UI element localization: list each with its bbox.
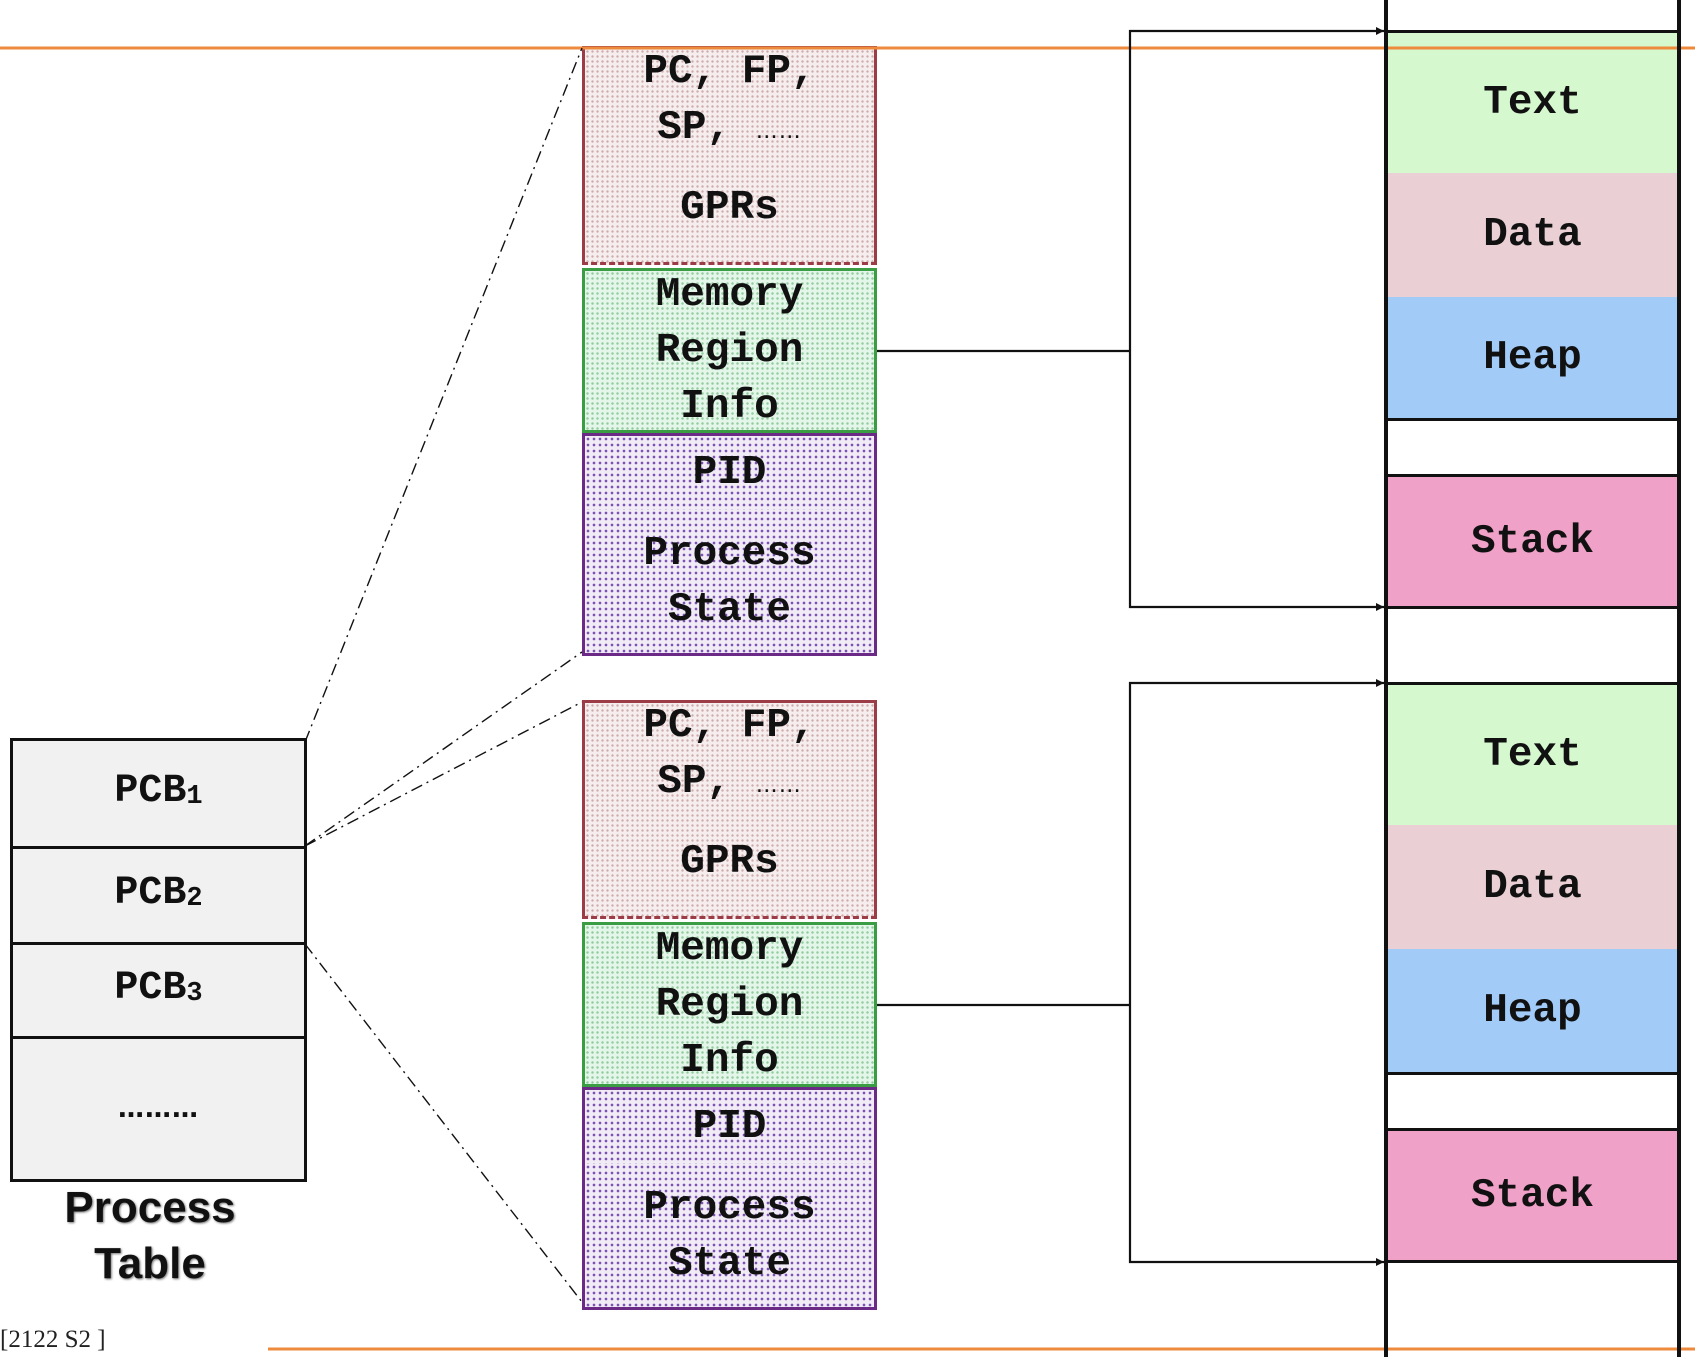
pcb-label: PCB	[114, 871, 187, 916]
pid-field: PID	[582, 433, 877, 513]
gprs-text: GPRs	[680, 839, 779, 885]
zoom-line	[304, 651, 583, 847]
slide-reference: [2122 S2 ]	[0, 1326, 106, 1353]
segment-label: Data	[1483, 864, 1582, 910]
segment-label: Heap	[1483, 334, 1582, 381]
pcb-index: 1	[186, 782, 203, 812]
memory-line: Memory	[655, 271, 804, 318]
gprs-text: GPRs	[680, 185, 779, 231]
segment-label: Text	[1483, 732, 1582, 778]
memory-region-info-field: Memory Region Info	[582, 922, 877, 1087]
sp-ellipsis: ……	[755, 772, 802, 798]
pcb-index: 3	[186, 979, 203, 1009]
segment-label: Text	[1483, 80, 1582, 126]
state-line: Process	[643, 530, 816, 577]
state-line: Process	[643, 1184, 816, 1231]
caption-line: Process	[64, 1183, 236, 1232]
gprs-field: GPRs	[582, 808, 877, 919]
free-gap	[1386, 421, 1679, 475]
pcb-entry-more: ………	[10, 1036, 307, 1182]
pc-fp-text: PC, FP,	[643, 702, 816, 749]
memory-line: Info	[680, 1037, 779, 1084]
pcb-label: PCB	[114, 769, 187, 814]
pid-text: PID	[692, 1104, 767, 1150]
data-segment: Data	[1386, 825, 1679, 952]
text-segment: Text	[1386, 30, 1679, 176]
pc-fp-text: PC, FP,	[643, 48, 816, 95]
segment-label: Heap	[1483, 987, 1582, 1034]
zoom-line	[304, 943, 583, 1303]
memory-region-info-field: Memory Region Info	[582, 268, 877, 433]
state-line: State	[667, 586, 792, 633]
state-line: State	[667, 1240, 792, 1287]
segment-label: Stack	[1470, 1172, 1595, 1219]
data-segment: Data	[1386, 173, 1679, 300]
pid-text: PID	[692, 450, 767, 496]
pcb-index: 2	[186, 884, 203, 914]
heap-segment: Heap	[1386, 297, 1679, 421]
free-gap	[1386, 1075, 1679, 1129]
heap-segment: Heap	[1386, 949, 1679, 1075]
process-state-field: Process State	[582, 510, 877, 656]
stack-bracket-arrow-2	[1128, 1005, 1384, 1266]
segment-label: Data	[1483, 212, 1582, 258]
stack-bracket-arrow-1	[1128, 351, 1384, 611]
pid-field: PID	[582, 1087, 877, 1167]
text-segment: Text	[1386, 682, 1679, 828]
zoom-line	[304, 701, 583, 847]
pcb-label: PCB	[114, 966, 187, 1011]
stack-segment: Stack	[1386, 1128, 1679, 1263]
zoom-line	[304, 47, 583, 743]
pc-fp-sp-field: PC, FP, SP, ……	[582, 700, 877, 811]
sp-text: SP,	[657, 104, 756, 151]
process-table-caption: Process Table	[20, 1180, 280, 1292]
stack-segment: Stack	[1386, 474, 1679, 609]
pcb-entry-1: PCB1	[10, 738, 307, 849]
ellipsis: ………	[118, 1094, 199, 1124]
process-state-field: Process State	[582, 1164, 877, 1310]
memory-line: Memory	[655, 925, 804, 972]
pc-fp-sp-field: PC, FP, SP, ……	[582, 46, 877, 157]
sp-ellipsis: ……	[755, 118, 802, 144]
text-bracket-arrow-1	[1128, 27, 1384, 351]
memory-line: Region	[655, 981, 804, 1028]
caption-line: Table	[94, 1239, 206, 1288]
memory-line: Region	[655, 327, 804, 374]
gprs-field: GPRs	[582, 154, 877, 265]
segment-label: Stack	[1470, 518, 1595, 565]
sp-text: SP,	[657, 758, 756, 805]
memory-line: Info	[680, 383, 779, 430]
text-bracket-arrow-2	[1128, 679, 1384, 1005]
